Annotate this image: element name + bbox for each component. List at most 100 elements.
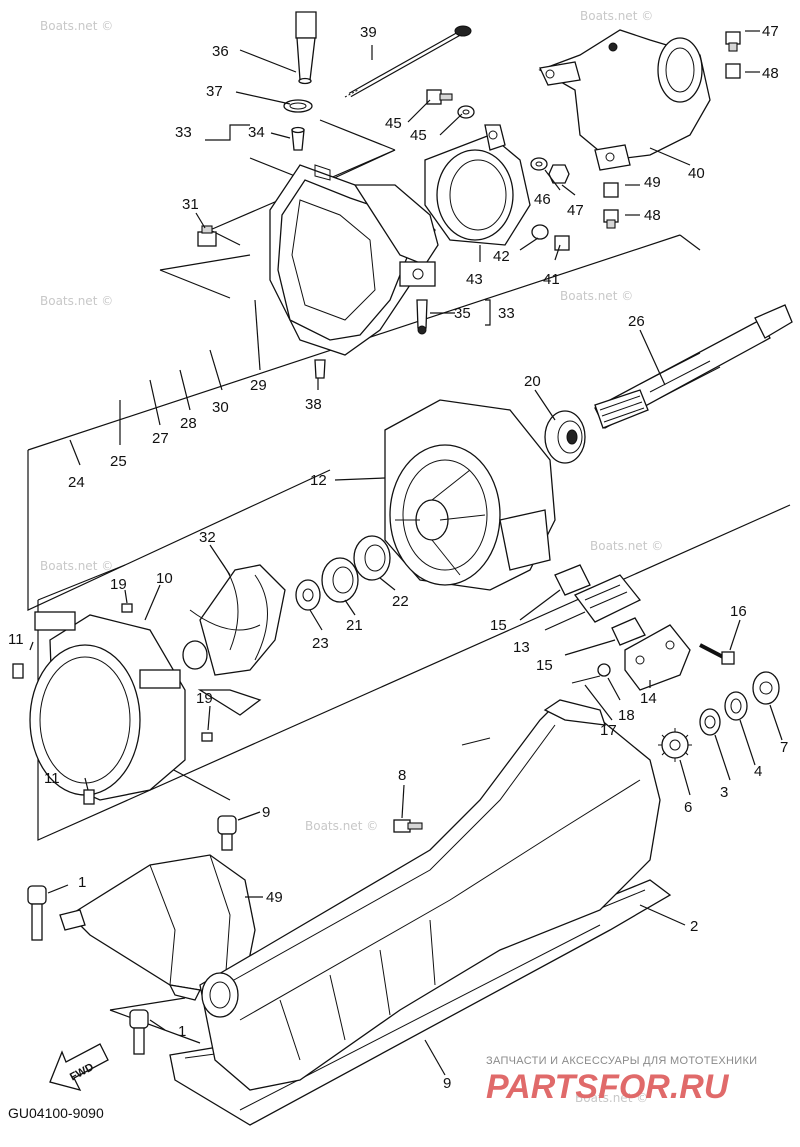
- part-21-bearing: [321, 557, 359, 603]
- label-13: 13: [513, 639, 530, 656]
- label-45b: 46: [534, 191, 551, 208]
- label-38: 38: [305, 396, 322, 413]
- part-9-cap-bolt: [217, 815, 237, 851]
- part-1-cap-bolt-lower: [129, 1009, 149, 1055]
- part-5-gear: [658, 728, 692, 762]
- label-2: 2: [690, 918, 698, 935]
- brand-logo: ЗАПЧАСТИ И АКСЕССУАРЫ ДЛЯ МОТОТЕХНИКИ PA…: [486, 1055, 757, 1106]
- label-14: 14: [640, 690, 657, 707]
- part-10-duct-ring: [29, 611, 186, 801]
- label-48b: 49: [644, 174, 661, 191]
- part-45-washer-lower: [530, 157, 548, 171]
- watermark: Boats.net ©: [590, 539, 663, 553]
- label-22: 22: [392, 593, 409, 610]
- part-1-cap-bolt-upper: [27, 885, 47, 941]
- label-29: 30: [212, 399, 229, 416]
- label-24: 25: [110, 453, 127, 470]
- label-37: 37: [206, 83, 223, 100]
- part-11-pin-lower: [83, 789, 95, 805]
- label-20: 20: [524, 373, 541, 390]
- label-40: 40: [688, 165, 705, 182]
- part-labels: 36 37 33 34 39 45 45 46 47 42 41 43 47 4…: [8, 23, 788, 1092]
- label-25: 26: [628, 313, 645, 330]
- label-27: 28: [180, 415, 197, 432]
- part-39-stud-bolt: [344, 25, 472, 98]
- label-3: 3: [720, 784, 728, 801]
- label-11b: 11: [44, 770, 60, 787]
- label-48: 48: [762, 65, 779, 82]
- label-47: 47: [762, 23, 779, 40]
- label-10: 10: [156, 570, 173, 587]
- part-25-drive-shaft: [594, 304, 793, 429]
- brand-tagline: ЗАПЧАСТИ И АКСЕССУАРЫ ДЛЯ МОТОТЕХНИКИ: [486, 1055, 757, 1067]
- part-22-bearing: [353, 535, 391, 581]
- part-49-hose-cover: [59, 854, 256, 1001]
- label-6: 7: [780, 739, 788, 756]
- label-4: 4: [754, 763, 762, 780]
- label-42: 42: [493, 248, 510, 265]
- label-31: 32: [199, 529, 216, 546]
- label-15b: 15: [536, 657, 553, 674]
- part-12-impeller-housing: [384, 399, 556, 591]
- part-15-gasket-lower: [611, 617, 646, 646]
- label-46: 47: [567, 202, 584, 219]
- part-43-flange: [424, 124, 531, 246]
- label-28: 29: [250, 377, 267, 394]
- part-14-cover: [624, 624, 691, 691]
- part-47-bolt-upper: [725, 31, 741, 52]
- label-33: 33: [175, 124, 192, 141]
- label-49: 49: [266, 889, 283, 906]
- part-36-hose: [295, 11, 317, 85]
- part-30-plug: [197, 225, 217, 247]
- part-19-pin-lower: [201, 732, 213, 742]
- label-41: 41: [543, 271, 560, 288]
- label-35: 35: [454, 305, 471, 322]
- part-46-nut: [548, 164, 570, 184]
- watermark: Boats.net ©: [580, 9, 653, 23]
- label-45: 45: [410, 127, 427, 144]
- label-16: 16: [730, 603, 747, 620]
- watermark: Boats.net ©: [305, 819, 378, 833]
- label-30: 31: [182, 196, 199, 213]
- watermark: Boats.net ©: [560, 289, 633, 303]
- part-16-bolt: [699, 643, 735, 665]
- label-34: 34: [248, 124, 265, 141]
- watermark: Boats.net ©: [40, 559, 113, 573]
- label-33b: 33: [498, 305, 515, 322]
- label-15: 15: [490, 617, 507, 634]
- part-20-bearing: [544, 410, 586, 464]
- label-47b: 48: [644, 207, 661, 224]
- part-13-plate: [573, 574, 642, 623]
- part-11-pin-upper: [12, 663, 24, 679]
- label-7: 8: [398, 767, 406, 784]
- label-8: 9: [443, 1075, 451, 1092]
- label-11: 11: [8, 631, 24, 648]
- part-32-washer: [295, 579, 321, 611]
- label-5: 6: [684, 799, 692, 816]
- brand-name: PARTSFOR.RU: [486, 1068, 730, 1106]
- label-19: 19: [110, 576, 127, 593]
- label-1b: 1: [178, 1023, 186, 1040]
- part-48-collar-upper: [725, 63, 741, 79]
- label-18: 18: [618, 707, 635, 724]
- label-1: 1: [78, 874, 86, 891]
- label-19b: 19: [196, 690, 213, 707]
- part-6-cap: [752, 671, 780, 705]
- watermark: Boats.net ©: [40, 19, 113, 33]
- watermark: Boats.net ©: [575, 1091, 648, 1105]
- part-31-impeller: [182, 559, 286, 716]
- part-3-oil-seal: [699, 708, 721, 736]
- part-34-nipple: [291, 126, 305, 151]
- part-19-pin-upper: [121, 603, 133, 613]
- label-39: 39: [360, 24, 377, 41]
- leader-lines: [29, 30, 783, 1076]
- label-43: 43: [466, 271, 483, 288]
- part-17-rod: [461, 675, 601, 746]
- label-17: 17: [600, 722, 617, 739]
- label-9: 9: [262, 804, 270, 821]
- part-37-clamp: [283, 99, 313, 113]
- part-48-collar-lower: [603, 182, 619, 198]
- part-40-nozzle-cover: [538, 29, 711, 171]
- part-45-washer-upper: [457, 105, 475, 119]
